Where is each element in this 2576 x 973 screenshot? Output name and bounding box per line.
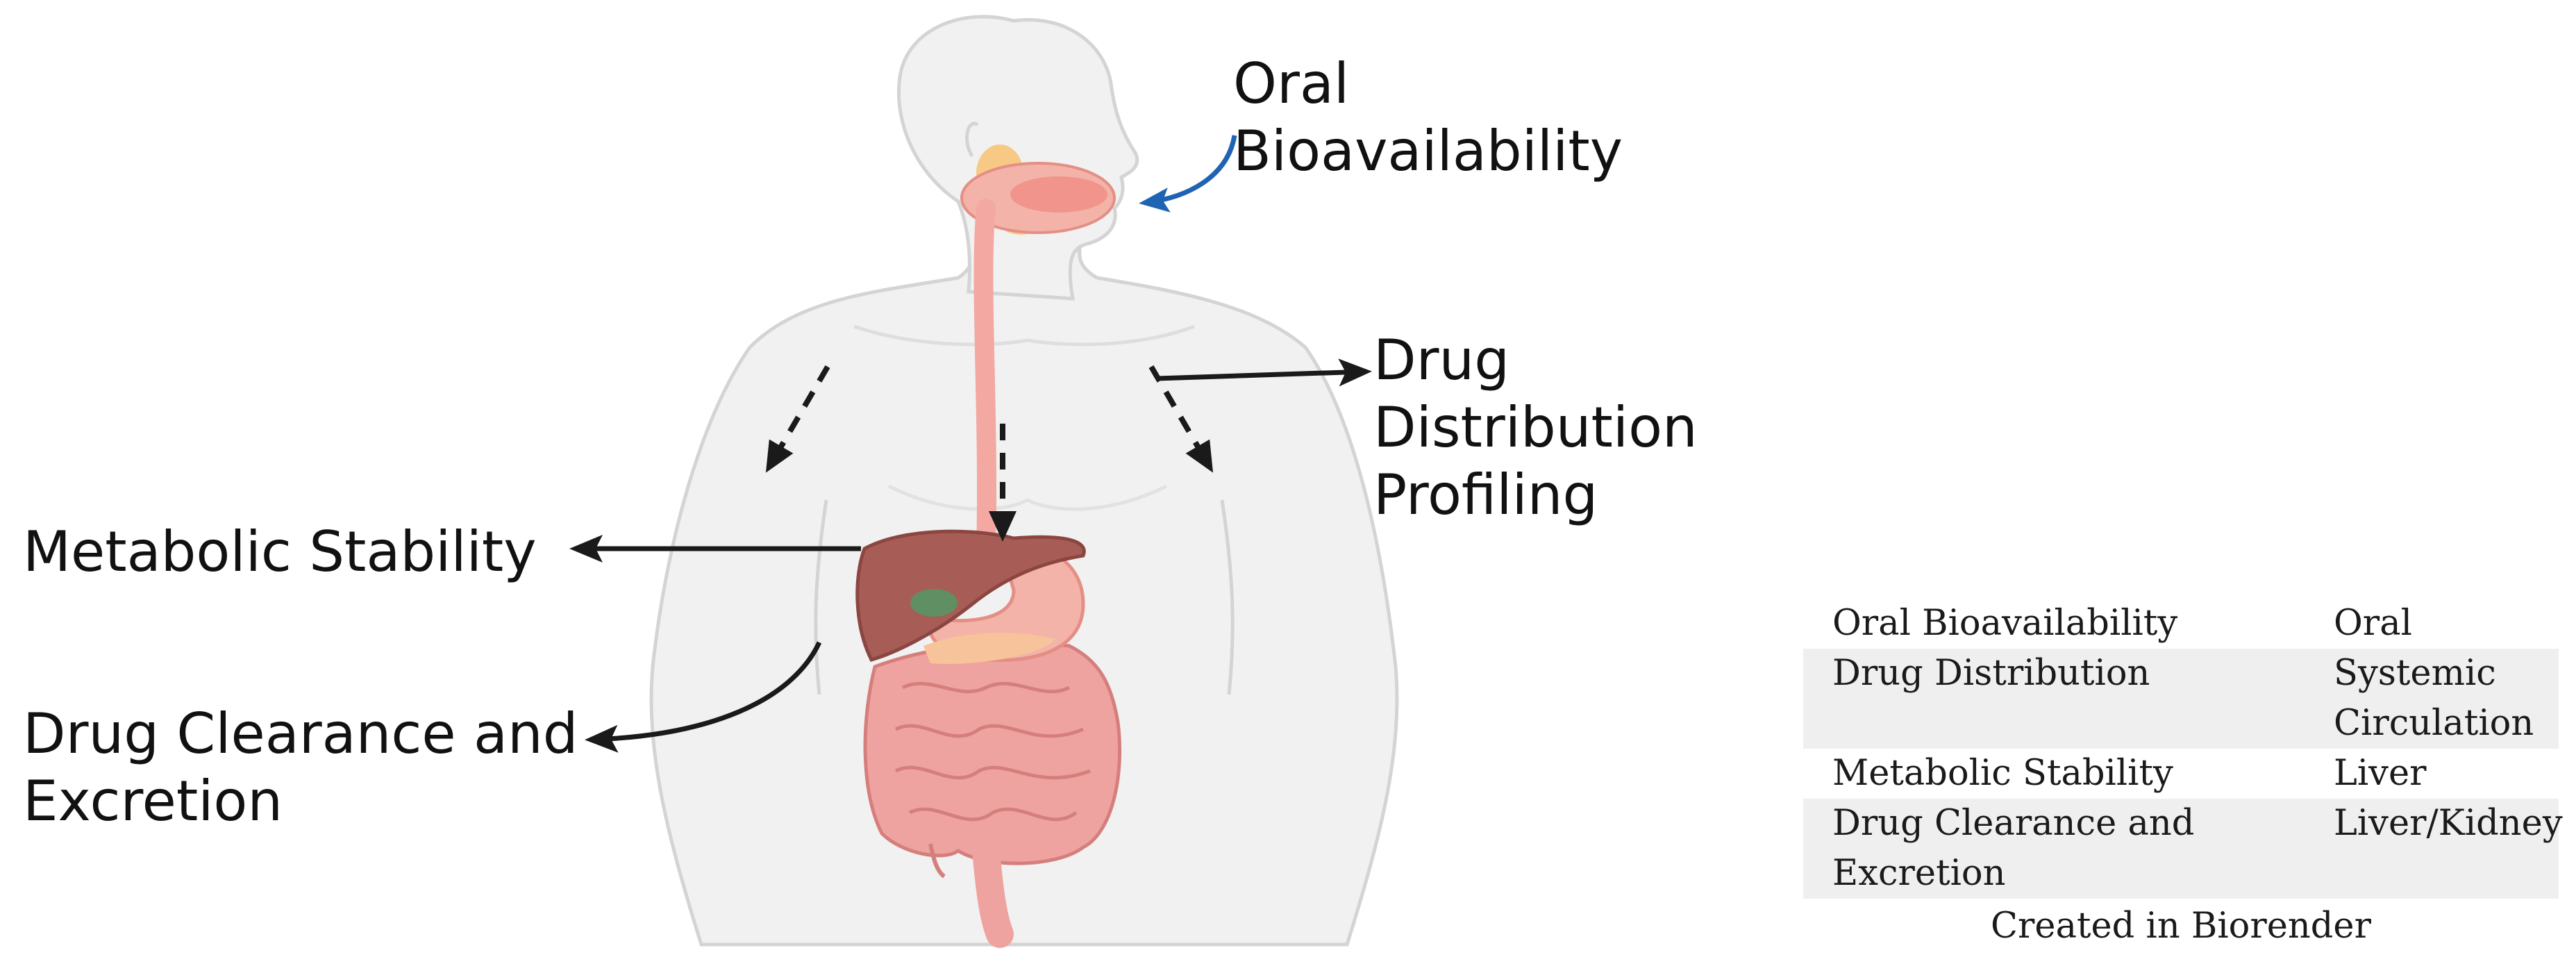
table-row: Drug Distribution Systemic Circulation — [1803, 649, 2559, 749]
label-line: Excretion — [23, 769, 283, 833]
gallbladder — [910, 589, 957, 617]
cell-line: Liver/Kidney — [2334, 803, 2563, 844]
intestines — [863, 641, 1121, 948]
cell-line: Drug Clearance and — [1832, 803, 2195, 844]
table-row: Drug Clearance and Excretion Liver/Kidne… — [1803, 799, 2563, 899]
cell-line: Oral — [2334, 603, 2412, 644]
label-drug-clearance-excretion: Drug Clearance and Excretion — [23, 700, 578, 835]
cell-line: Circulation — [2334, 703, 2534, 744]
table-row: Oral Bioavailability Oral — [1803, 596, 2559, 649]
esophagus — [973, 199, 997, 558]
site-cell: Liver — [2305, 749, 2559, 799]
site-cell: Liver/Kidney — [2305, 799, 2563, 899]
process-cell: Drug Clearance and Excretion — [1803, 799, 2305, 899]
clearance-arrow — [585, 641, 822, 753]
label-line: Bioavailability — [1233, 119, 1623, 183]
oral-arrow — [1139, 135, 1237, 213]
cell-line: Excretion — [1832, 853, 2006, 894]
process-cell: Drug Distribution — [1803, 649, 2305, 749]
label-line: Metabolic Stability — [23, 519, 537, 584]
cell-line: Metabolic Stability — [1832, 753, 2173, 794]
cell-line: Drug Distribution — [1832, 653, 2150, 694]
site-cell: Oral — [2305, 596, 2559, 649]
process-cell: Metabolic Stability — [1803, 749, 2305, 799]
label-line: Drug Clearance and — [23, 701, 578, 766]
distribution-arrow — [1156, 358, 1372, 387]
process-cell: Oral Bioavailability — [1803, 596, 2305, 649]
cell-line: Liver — [2334, 753, 2427, 794]
summary-table-grid: Oral Bioavailability Oral Drug Distribut… — [1803, 596, 2563, 899]
label-line: Drug — [1373, 328, 1509, 392]
label-line: Distribution — [1373, 395, 1698, 460]
internal-arrows — [765, 365, 1214, 542]
table-caption: Created in Biorender — [1990, 906, 2371, 947]
table-row: Metabolic Stability Liver — [1803, 749, 2559, 799]
site-cell: Systemic Circulation — [2305, 649, 2559, 749]
label-metabolic-stability: Metabolic Stability — [23, 518, 537, 585]
label-line: Profiling — [1373, 463, 1598, 527]
label-drug-distribution-profiling: Drug Distribution Profiling — [1373, 326, 1698, 529]
summary-table: Oral Bioavailability Oral Drug Distribut… — [1803, 596, 2563, 951]
label-oral-bioavailability: Oral Bioavailability — [1233, 50, 1623, 185]
salivary-glands — [960, 144, 1116, 235]
liver — [855, 529, 1086, 662]
cell-line: Oral Bioavailability — [1832, 603, 2178, 644]
label-line: Oral — [1233, 51, 1350, 116]
cell-line: Systemic — [2334, 653, 2496, 694]
pancreas — [923, 633, 1055, 664]
